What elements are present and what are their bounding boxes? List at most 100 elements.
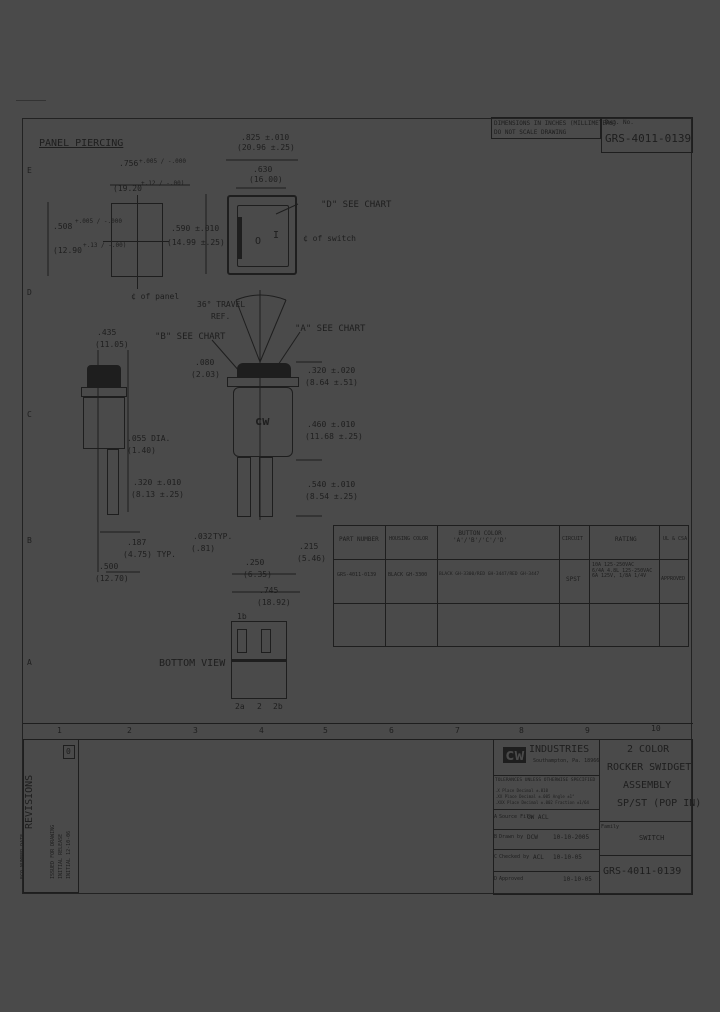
chart-col-line-3 [559,525,560,647]
term-mm: (5.46) [297,554,326,563]
bezel-dim: .080 [195,358,215,367]
tolerance-3: .XXX Place Decimal ±.002 Fraction ±1/64 [495,800,589,805]
chart-col-line-4 [589,525,590,647]
sig-label-drawn: Drawn by [499,834,524,840]
panel-width-tol: +.005 / -.000 [139,158,186,165]
rocker-mid-dim: .460 ±.010 [307,420,356,429]
bezel-mm: (2.03) [191,370,220,379]
tolerance-1: .X Place Decimal ±.010 [495,788,548,793]
front-outer-mm: (20.96 ±.25) [237,143,295,152]
bottom-view-title: BOTTOM VIEW [159,658,226,669]
chart-header-part: PART NUMBER [339,536,379,543]
side-pin-dim: .320 ±.010 [133,478,182,487]
term-dim: .215 [299,542,319,551]
rocker-bezel [227,377,299,387]
bottom-label-2: 2 [257,702,262,711]
bottom-slot-right [261,629,271,653]
side-tip-mm: (4.75) TYP. [123,550,176,559]
rocker-logo: cw [255,414,270,428]
gap-dim: .032 [193,532,213,541]
switch-axis-note: ¢ of switch [303,234,356,243]
travel-angle: 36° TRAVEL [197,300,246,309]
side-hole-dim: .055 DIA. [127,434,171,443]
rocker-body-dim: .540 ±.010 [307,480,356,489]
rocker-body [233,387,293,457]
title-line-3: ASSEMBLY [623,780,672,791]
col-8: 8 [519,726,524,735]
col-3: 3 [193,726,198,735]
gap-note: TYP. [213,532,233,541]
panel-height-mm: (12.90 [53,246,82,255]
width-dim: .250 [245,558,265,567]
panel-axis-note: ¢ of panel [131,292,180,301]
front-inner-dim: .630 [253,165,273,174]
panel-height-tol: +.005 / -.000 [75,218,122,225]
chart-col-line-2 [437,525,438,647]
revision-letter: 0 [66,747,71,756]
col-1: 1 [57,726,62,735]
callout-d: "D" SEE CHART [321,200,392,210]
sig-side-b: B [494,834,498,840]
scan-mark [16,100,46,101]
no-scale-note: DO NOT SCALE DRAWING [494,129,567,136]
sig-side-d: D [494,876,498,882]
title-dwg-no: GRS-4011-0139 [603,866,682,877]
side-base-mm: (12.70) [95,574,129,583]
side-top-mm: (11.05) [95,340,129,349]
sig-date-drawn: 10-10-2005 [553,834,590,841]
bottom-label-2b: 2b [273,702,283,711]
title-block-divider [599,739,600,895]
side-tip-dim: .187 [127,538,147,547]
bottom-divider [231,659,287,662]
sig-divider-2 [493,829,599,830]
side-base-dim: .500 [99,562,119,571]
chart-header-rating: RATING [615,536,637,543]
front-off-mark: O [255,236,262,247]
col-4: 4 [259,726,264,735]
chart-header-circuit: CIRCUIT [562,536,584,542]
gap-mm: (.81) [191,544,216,553]
panel-height-mm-tol: +.13 / -.00) [83,242,127,249]
chart-row-line-1 [333,559,689,560]
dimensions-note-box [491,117,601,139]
title-line-4: SP/ST (POP IN) [617,798,702,809]
panel-title: PANEL PIERCING [39,138,124,149]
front-height-mm: (14.99 ±.25) [167,238,225,247]
sig-divider-3 [493,849,599,850]
sig-label-checked: Checked by [499,854,530,860]
overall-dim: .745 [259,586,279,595]
family-label: Family [601,824,620,830]
tolerance-2: .XX Place Decimal ±.005 Angle ±1° [495,794,575,799]
chart-header-housing: HOUSING COLOR [389,536,429,542]
side-cap [87,365,121,387]
chart-cell-circuit: SPST [566,576,581,583]
travel-ref: REF. [211,312,231,321]
front-bezel [227,195,297,275]
title-line-2: ROCKER SWIDGET [607,762,692,773]
col-2: 2 [127,726,132,735]
revisions-block [23,739,79,893]
front-outer-dim: .825 ±.010 [241,133,290,142]
chart-col-line-5 [659,525,660,647]
panel-centerline-v [137,195,138,289]
panel-centerline-h [103,241,169,242]
front-height-dim: .590 ±.010 [171,224,220,233]
side-body [83,397,125,449]
chart-cell-rating: 10A 125-250VAC 6/4A 4.8L 125-250VAC 6A 1… [592,562,653,579]
callout-b: "B" SEE CHART [155,332,226,342]
sig-date-approved: 10-10-05 [563,876,592,883]
family-divider [599,821,693,822]
callout-a: "A" SEE CHART [295,324,366,334]
sig-label-approved: Approved [499,876,524,882]
title-line-1: 2 COLOR [627,744,670,755]
tolerance-note: TOLERANCES UNLESS OTHERWISE SPECIFIED [495,778,596,783]
dwg-no-header: GRS-4011-0139 [605,132,692,145]
panel-width-mm: (19.20 [113,184,142,193]
grid-row-e: E [27,166,32,175]
family-value: SWITCH [639,834,665,842]
chart-col-line-1 [385,525,386,647]
sig-side-a: A [494,814,498,820]
grid-row-d: D [27,288,32,297]
rocker-top-mm: (8.64 ±.51) [305,378,358,387]
rocker-mid-mm: (11.68 ±.25) [305,432,363,441]
